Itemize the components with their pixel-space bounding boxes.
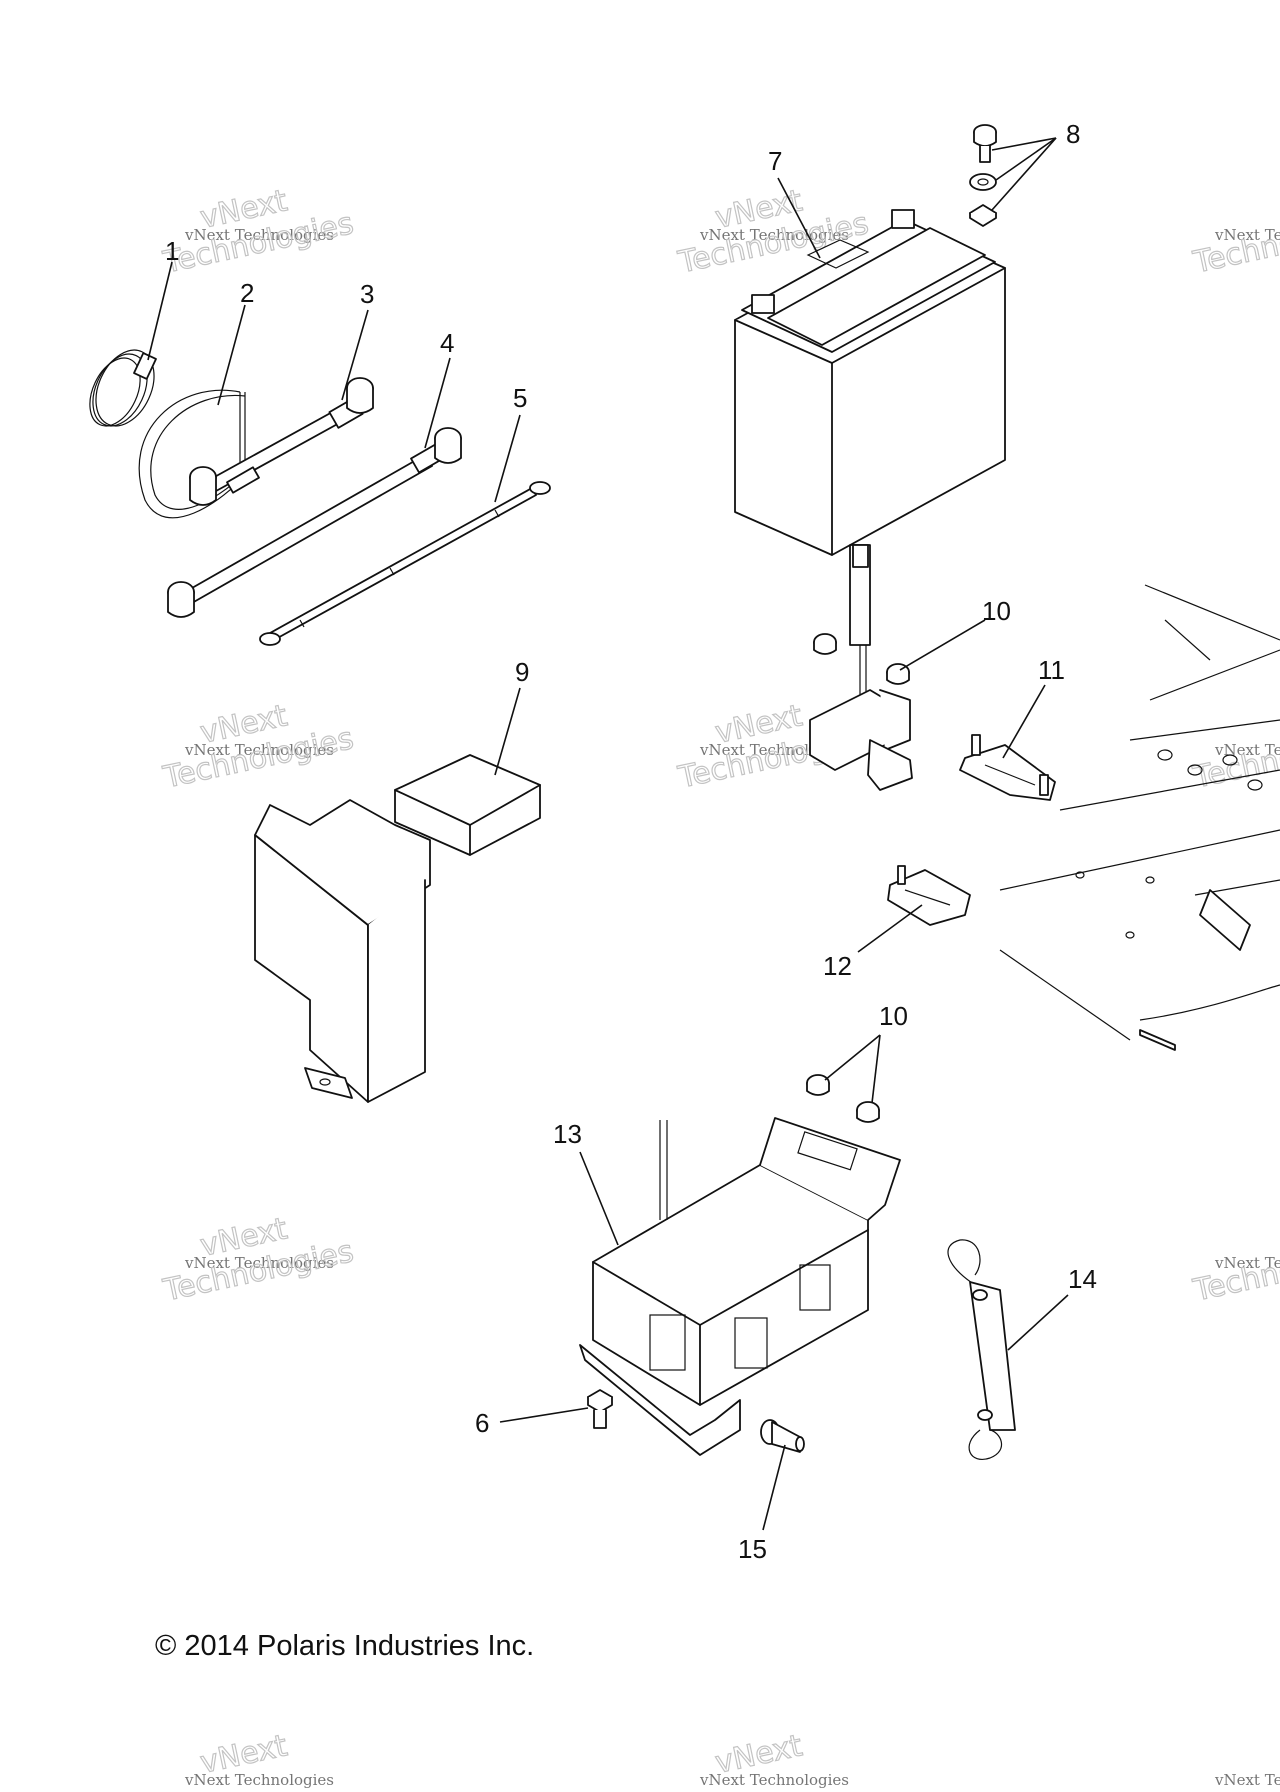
- watermark-small: vNext Technologies: [1214, 1254, 1280, 1272]
- callout-5: 5: [513, 383, 527, 413]
- part-10-nuts-lower: [806, 1074, 880, 1123]
- callout-10-upper: 10: [982, 596, 1011, 626]
- part-13-battery-tray: [579, 1117, 901, 1456]
- frame-chassis: [999, 584, 1280, 1051]
- copyright-notice: © 2014 Polaris Industries Inc.: [155, 1630, 535, 1662]
- watermark-small: vNext Technologies: [699, 1771, 849, 1789]
- watermark-small: vNext Technologies: [1214, 226, 1280, 244]
- part-7-battery: [734, 209, 1006, 556]
- part-4-battery-cable: [167, 427, 462, 618]
- callout-3: 3: [360, 279, 374, 309]
- callout-8: 8: [1066, 119, 1080, 149]
- watermark-big: Technologies: [1190, 1234, 1280, 1309]
- callout-1: 1: [165, 236, 179, 266]
- callout-4: 4: [440, 328, 454, 358]
- part-2-3-harness: [138, 377, 374, 519]
- part-solenoid-assembly: [809, 544, 913, 791]
- watermark-small: vNext Technologies: [184, 1254, 334, 1272]
- callout-11: 11: [1038, 655, 1065, 685]
- watermark-small: vNext Technologies: [1214, 1771, 1280, 1789]
- part-6-bolt: [587, 1389, 613, 1429]
- part-8-bolt-kit: [969, 124, 997, 227]
- watermark-big: Technologies: [1190, 206, 1280, 281]
- part-14-strap: [947, 1239, 1016, 1460]
- callout-2: 2: [240, 278, 254, 308]
- watermark-small: vNext Technologies: [184, 1771, 334, 1789]
- callout-labels: 1 2 3 4 5 6 7 8 9 10 10 11 12 13 14 15: [165, 119, 1097, 1564]
- callout-12: 12: [823, 951, 852, 981]
- watermark-small: vNext Technologies: [699, 226, 849, 244]
- part-9-battery-cover: [254, 754, 541, 1103]
- watermark-small: vNext Technologies: [184, 226, 334, 244]
- part-15-pin: [760, 1419, 805, 1453]
- part-12-plate: [887, 865, 971, 926]
- part-11-bracket: [959, 734, 1056, 801]
- callout-6: 6: [475, 1408, 489, 1438]
- leader-lines: [147, 137, 1069, 1531]
- callout-7: 7: [768, 146, 782, 176]
- callout-14: 14: [1068, 1264, 1097, 1294]
- part-1-cable-tie: [89, 349, 157, 427]
- part-5-ground-strap: [259, 481, 551, 646]
- callout-10-lower: 10: [879, 1001, 908, 1031]
- callout-13: 13: [553, 1119, 582, 1149]
- callout-15: 15: [738, 1534, 767, 1564]
- watermark-small: vNext Technologies: [184, 741, 334, 759]
- callout-9: 9: [515, 657, 529, 687]
